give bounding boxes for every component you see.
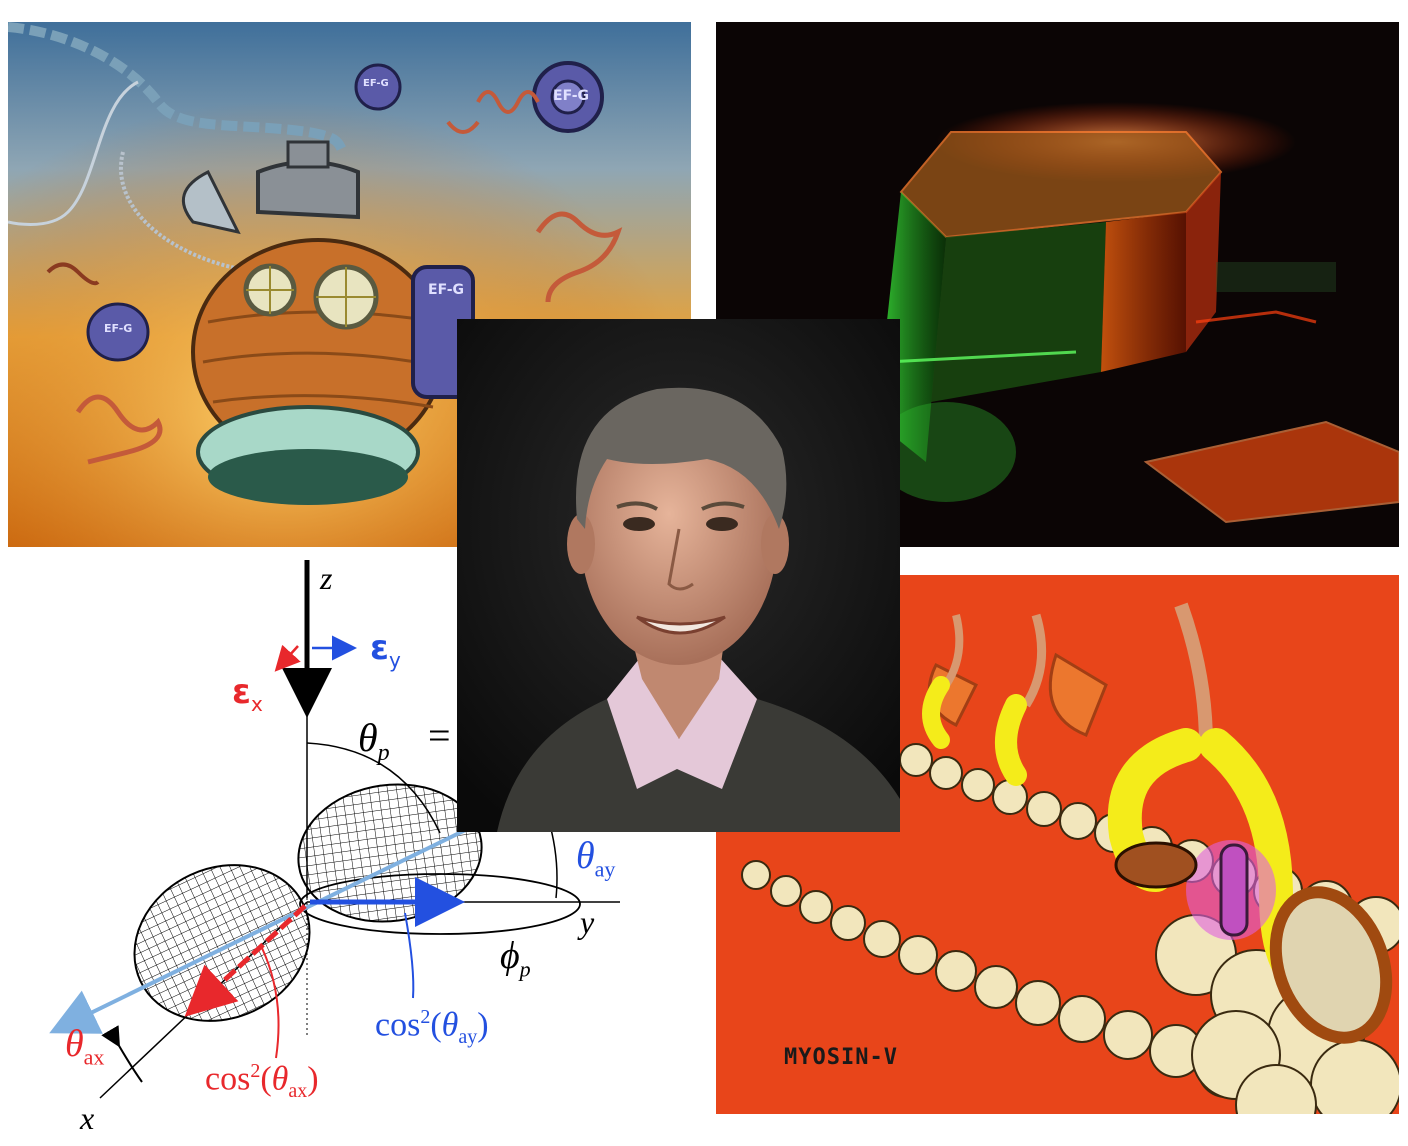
efg-machine xyxy=(86,302,150,362)
cos-ax-label: cos2(θax) xyxy=(205,1060,319,1103)
dipole-line xyxy=(49,816,491,1034)
z-axis-label: z xyxy=(320,560,333,596)
y-axis-label: y xyxy=(580,904,595,940)
myosin-caption: MYOSIN-V xyxy=(784,1045,898,1070)
efg-label: EF-G xyxy=(428,282,464,298)
shoe-icon xyxy=(1114,841,1198,889)
shoe-icon xyxy=(1269,886,1393,1044)
equals-sign: = xyxy=(428,713,451,758)
prism-face-mid xyxy=(931,222,1106,402)
chain-icon xyxy=(8,22,348,155)
prism-face-red xyxy=(1101,212,1186,372)
phi-p-label: ϕp xyxy=(500,935,531,982)
polarization-diagram: z y x εy εx θp = θay ϕp θax cos2(θay) co… xyxy=(0,548,716,1146)
efg-machine xyxy=(532,61,604,133)
efg-label: EF-G xyxy=(363,78,389,89)
cos-ay-label: cos2(θay) xyxy=(375,1006,489,1049)
ribosome-machine-illustration: EF-G EF-G EF-G EF-G xyxy=(8,22,691,547)
glass-slide xyxy=(1143,420,1399,524)
efg-machine xyxy=(354,63,402,111)
eps-x-label: εx xyxy=(232,672,263,716)
shirt-collar xyxy=(607,649,757,789)
theta-ax-label: θax xyxy=(65,1023,105,1070)
theta-ay-label: θay xyxy=(576,835,616,882)
efg-label: EF-G xyxy=(104,322,133,335)
eps-y-label: εy xyxy=(370,628,401,672)
efg-label: EF-G xyxy=(553,88,589,104)
hair xyxy=(576,387,787,529)
portrait-photo xyxy=(457,319,900,832)
x-axis-label: x xyxy=(80,1100,95,1136)
face xyxy=(581,413,777,665)
smile xyxy=(636,615,726,635)
theta-p-label: θp xyxy=(358,715,390,766)
